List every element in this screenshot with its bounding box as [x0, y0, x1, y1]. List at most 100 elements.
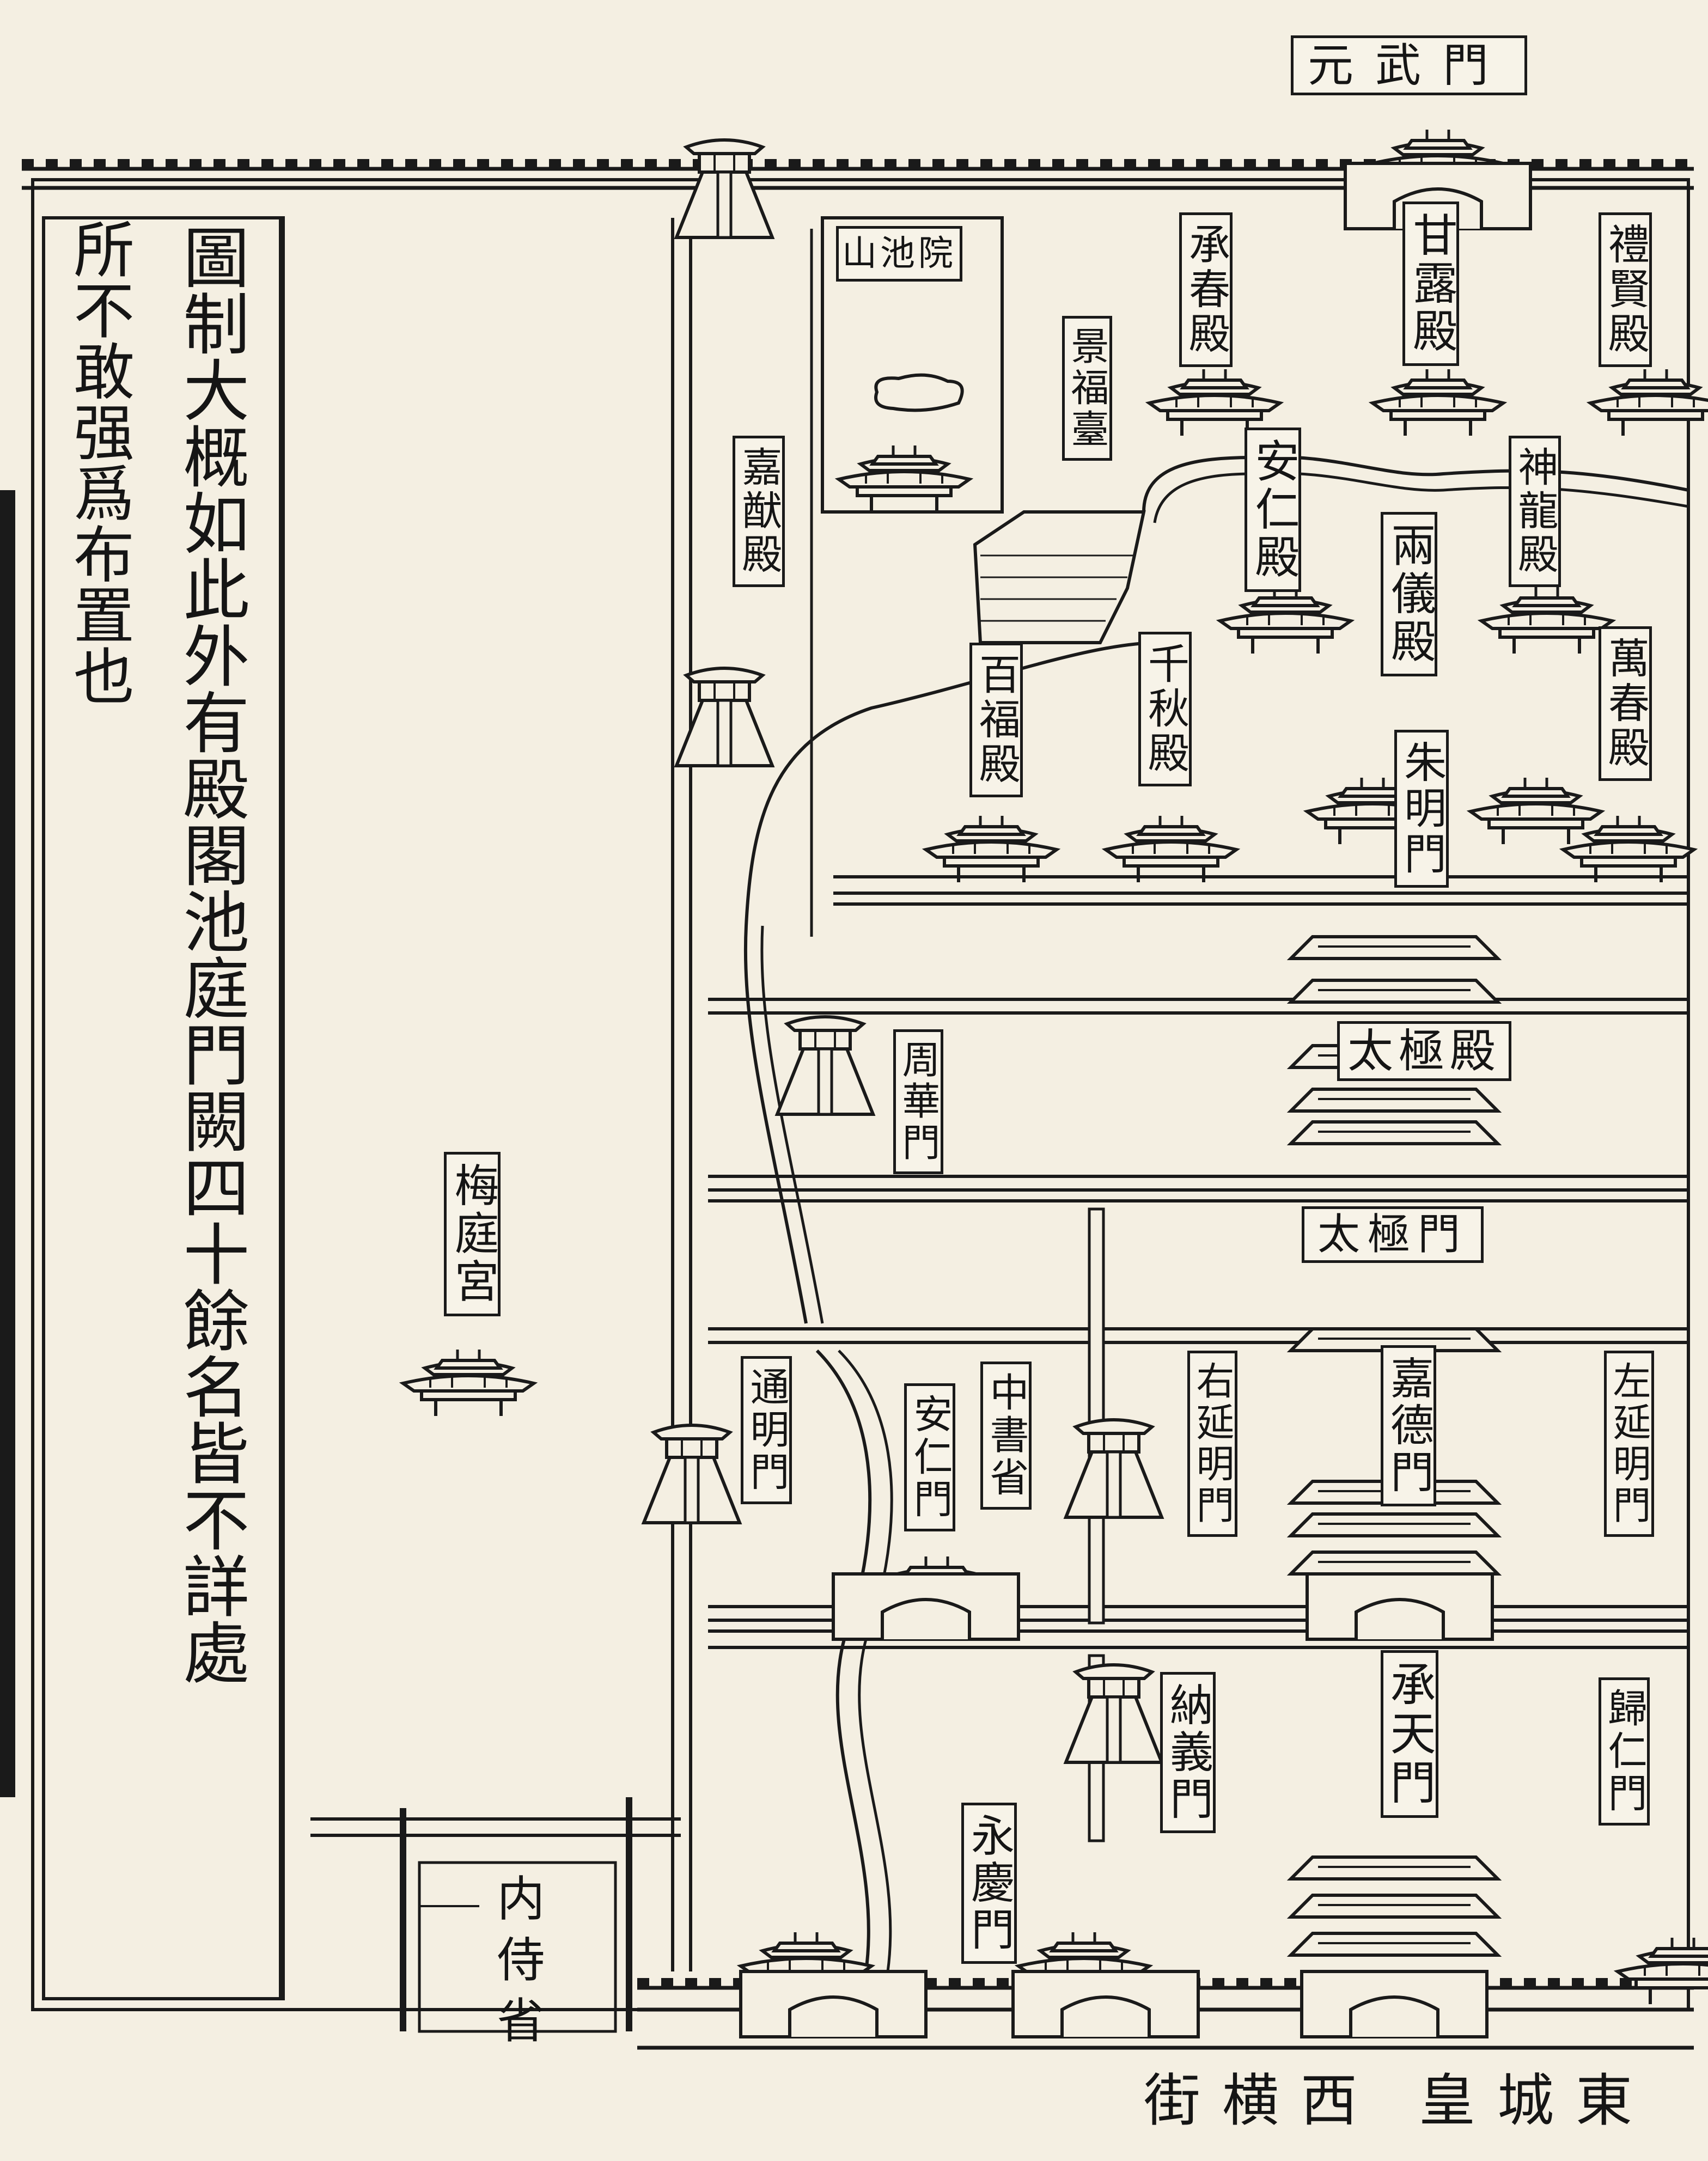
label-taiji-gate: 太極門	[1302, 1206, 1484, 1263]
label-liangyi: 兩儀殿	[1381, 512, 1437, 676]
crenellation	[709, 1978, 721, 1988]
crenellation	[997, 1978, 1009, 1988]
crenellation	[789, 159, 801, 169]
label-wanchun: 萬春殿	[1599, 626, 1652, 781]
crenellation	[1555, 159, 1567, 169]
crenellation	[1028, 159, 1040, 169]
label-zhouhua: 周華門	[893, 1029, 943, 1174]
crenellation	[525, 159, 537, 169]
crenellation	[1292, 159, 1304, 169]
crenellation	[1220, 159, 1232, 169]
crenellation	[1596, 1978, 1608, 1988]
label-ganlu: 甘露殿	[1402, 202, 1459, 366]
crenellation	[685, 1978, 697, 1988]
crenellation	[669, 159, 681, 169]
crenellation	[429, 159, 441, 169]
label-zuoyanming: 左延明門	[1604, 1351, 1654, 1537]
label-shenlong: 神龍殿	[1509, 436, 1561, 587]
crenellation	[118, 159, 130, 169]
label-jiayou: 嘉猷殿	[733, 436, 785, 587]
crenellation	[1244, 159, 1256, 169]
crenellation	[1100, 159, 1112, 169]
crenellation	[1124, 159, 1136, 169]
label-chengchun: 承春殿	[1179, 212, 1233, 367]
crenellation	[1212, 1978, 1224, 1988]
crenellation	[501, 159, 513, 169]
label-tongming: 通明門	[741, 1356, 792, 1504]
crenellation	[94, 159, 106, 169]
crenellation	[1236, 1978, 1248, 1988]
label-nayi: 納義門	[1160, 1672, 1216, 1833]
label-lishi: 禮賢殿	[1599, 212, 1652, 367]
crenellation	[661, 1978, 673, 1988]
crenellation	[549, 159, 561, 169]
crenellation	[453, 159, 465, 169]
crenellation	[973, 1978, 985, 1988]
crenellation	[884, 159, 896, 169]
crenellation	[932, 159, 944, 169]
crenellation	[22, 159, 34, 169]
annotation-col-1: 圖制大概如此外有殿閣池庭門闕四十餘名皆不詳處	[172, 223, 249, 1685]
crenellation	[1052, 159, 1064, 169]
street-label-east: 皇城東	[1419, 2067, 1655, 2134]
crenellation	[477, 159, 489, 169]
crenellation	[949, 1978, 961, 1988]
crenellation	[405, 159, 417, 169]
label-jiade: 嘉德門	[1381, 1345, 1436, 1506]
crenellation	[190, 159, 202, 169]
crenellation	[1651, 159, 1663, 169]
annotation-col-2: 所不敢强爲布置也	[63, 218, 134, 706]
crenellation	[813, 159, 825, 169]
crenellation	[309, 159, 321, 169]
label-zhongshu: 中書省	[980, 1362, 1032, 1510]
label-qianqiu: 千秋殿	[1138, 632, 1192, 786]
crenellation	[333, 159, 345, 169]
label-chengtian: 承天門	[1381, 1650, 1438, 1818]
crenellation	[1260, 1978, 1272, 1988]
crenellation	[285, 159, 297, 169]
crenellation	[925, 1978, 937, 1988]
crenellation	[637, 1978, 649, 1988]
crenellation	[166, 159, 178, 169]
crenellation	[1627, 159, 1639, 169]
crenellation	[1500, 1978, 1512, 1988]
crenellation	[237, 159, 249, 169]
crenellation	[1316, 159, 1328, 169]
crenellation	[1524, 1978, 1536, 1988]
crenellation	[980, 159, 992, 169]
crenellation	[621, 159, 633, 169]
crenellation	[1675, 159, 1687, 169]
crenellation	[956, 159, 968, 169]
crenellation	[573, 159, 585, 169]
crenellation	[1532, 159, 1544, 169]
label-baifu: 百福殿	[969, 643, 1023, 797]
crenellation	[1268, 159, 1280, 169]
crenellation	[837, 159, 849, 169]
label-taiji-hall: 太極殿	[1337, 1021, 1512, 1081]
crenellation	[46, 159, 58, 169]
label-zhuming: 朱明門	[1394, 730, 1449, 888]
crenellation	[1076, 159, 1088, 169]
crenellation	[261, 159, 273, 169]
label-jingfu: 景福臺	[1062, 316, 1112, 461]
crenellation	[765, 159, 777, 169]
crenellation	[1148, 159, 1160, 169]
crenellation	[1284, 1978, 1296, 1988]
crenellation	[908, 159, 920, 169]
label-meiting: 梅庭宮	[444, 1152, 501, 1316]
label-yongqing: 永慶門	[961, 1803, 1017, 1964]
crenellation	[645, 159, 657, 169]
crenellation	[861, 159, 873, 169]
crenellation	[142, 159, 154, 169]
label-neishi: 内侍省	[489, 1873, 545, 2056]
crenellation	[597, 159, 609, 169]
crenellation	[1603, 159, 1615, 169]
crenellation	[1572, 1978, 1584, 1988]
label-shanchiyuan: 山池院	[836, 226, 962, 282]
crenellation	[1579, 159, 1591, 169]
crenellation	[357, 159, 369, 169]
label-anren-hall: 安仁殿	[1245, 428, 1301, 592]
label-guiren: 歸仁門	[1599, 1677, 1650, 1826]
